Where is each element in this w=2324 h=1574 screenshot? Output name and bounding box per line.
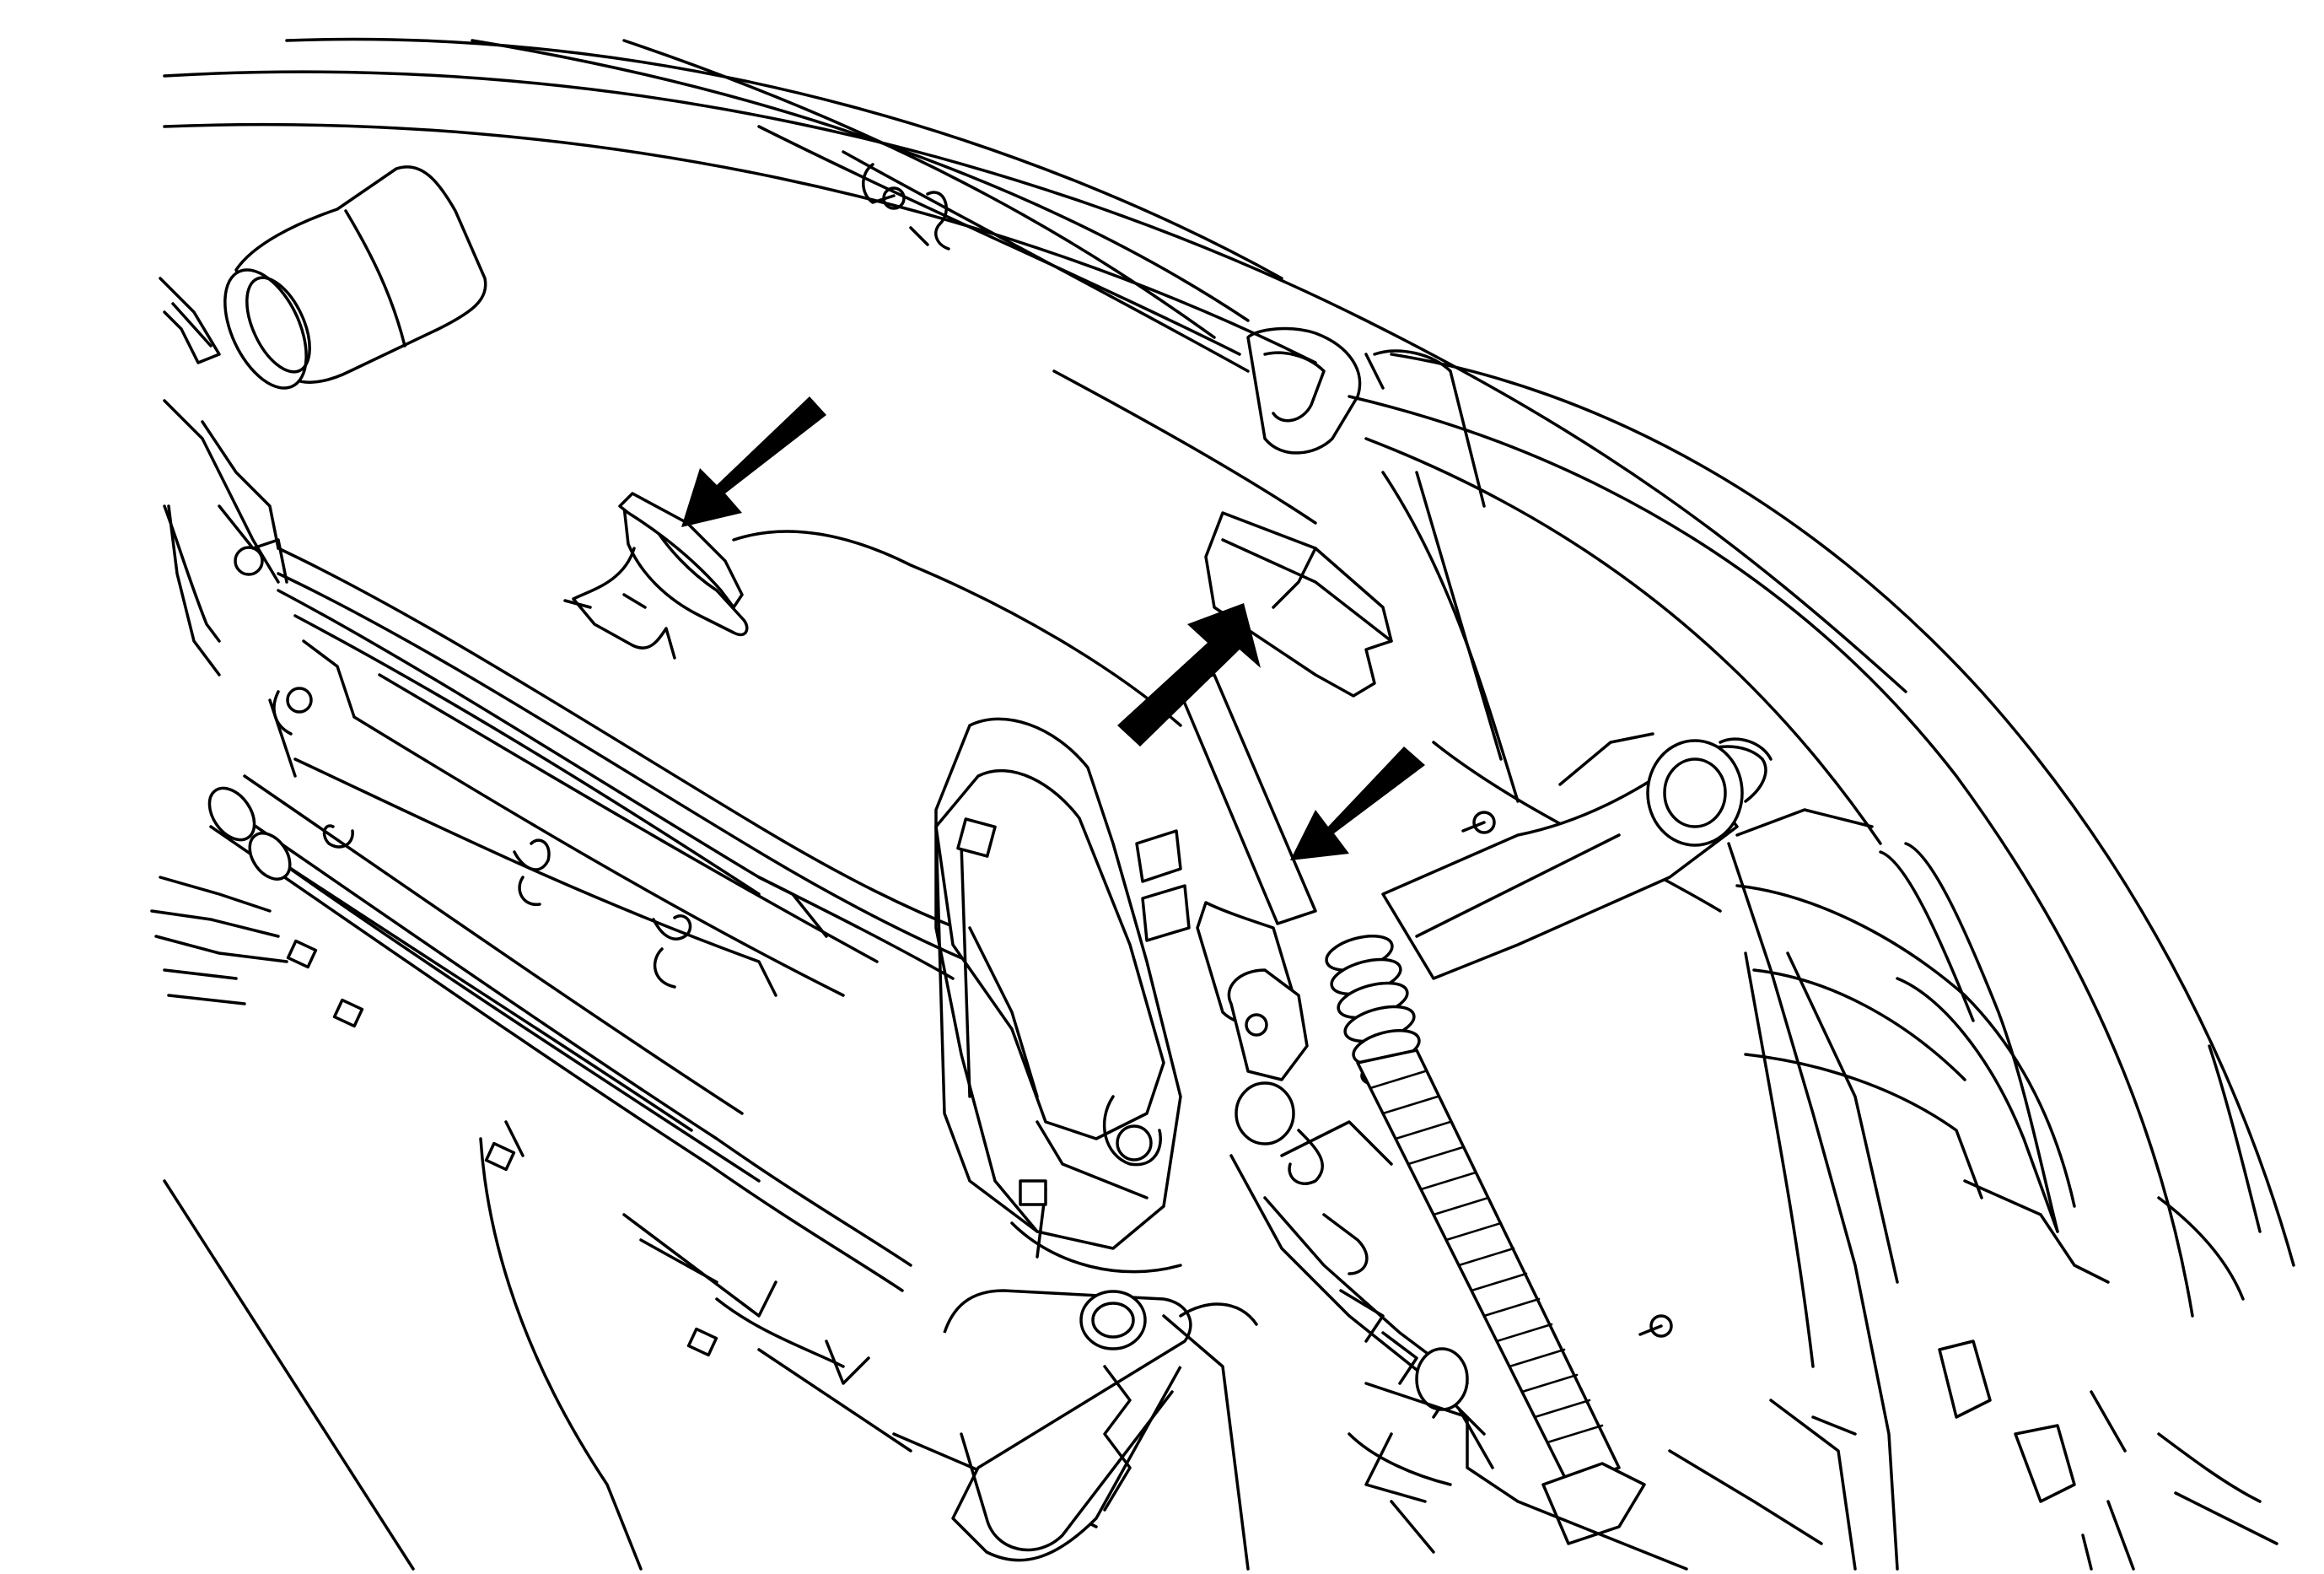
cross-brace — [1381, 732, 1874, 980]
arrow-icon — [681, 396, 826, 527]
panel-clips — [322, 824, 692, 989]
hood-hinge — [934, 717, 1182, 1274]
arrow-icon — [1117, 603, 1261, 747]
cowl-outline — [163, 37, 1907, 693]
hood-clip — [563, 492, 1182, 727]
insulator-pad — [1204, 511, 1393, 698]
left-structure — [159, 277, 288, 676]
fender-panel — [1348, 353, 2295, 1318]
strut-bracket — [1227, 968, 1494, 1503]
hinge-labels — [1135, 829, 1191, 942]
clip-callout-arrow — [681, 396, 826, 527]
cowl-end-block — [1246, 326, 1486, 508]
arrow-icon — [1290, 747, 1425, 860]
cylinder-part — [223, 165, 487, 390]
wiring-harness — [150, 774, 912, 1385]
lower-panel — [163, 1137, 1098, 1571]
strut-callout-arrow — [1290, 747, 1425, 860]
hinge-link — [943, 1289, 1258, 1571]
strut-ribs — [1369, 1070, 1604, 1444]
bracket-callout-arrow — [1117, 603, 1261, 747]
studs — [1461, 811, 1673, 1338]
inner-fender — [1727, 842, 2278, 1571]
cowl-crossmember — [268, 547, 980, 997]
cowl-clips — [862, 163, 950, 251]
lower-mount — [1364, 1382, 1857, 1571]
